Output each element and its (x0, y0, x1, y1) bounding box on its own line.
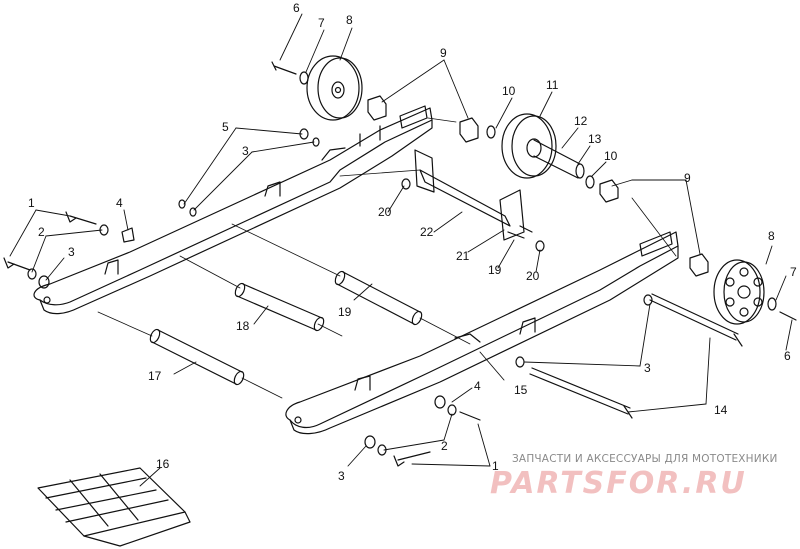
center-lines (97, 117, 677, 399)
cross-shaft-18 (234, 282, 325, 332)
callout-17: 17 (148, 369, 162, 383)
watermark-tagline: ЗАПЧАСТИ И АКСЕССУАРЫ ДЛЯ МОТОТЕХНИКИ (512, 453, 778, 465)
leader-lines (9, 13, 793, 487)
callout-15: 15 (514, 383, 528, 397)
callout-6-right: 6 (784, 349, 791, 363)
callout-1-left: 1 (28, 196, 35, 210)
callout-20-right: 20 (526, 269, 540, 283)
callout-21: 21 (456, 249, 470, 263)
left-slide-rail (33, 105, 433, 315)
cross-shaft-17 (149, 328, 245, 386)
callout-9-right: 9 (684, 171, 691, 185)
idler-wheel-top (271, 55, 363, 121)
callout-9-top: 9 (440, 46, 447, 60)
cross-shaft-19 (334, 270, 423, 326)
callout-8-right: 8 (768, 229, 775, 243)
callout-16: 16 (156, 457, 170, 471)
callout-2-left: 2 (38, 225, 45, 239)
callout-4-left: 4 (116, 196, 123, 210)
watermark-brand: PARTSFOR.RU (490, 466, 747, 501)
callout-18: 18 (236, 319, 250, 333)
callout-19-left: 19 (338, 305, 352, 319)
callout-12: 12 (574, 114, 588, 128)
callout-3-bottom: 3 (338, 469, 345, 483)
callout-3-upper: 3 (242, 144, 249, 158)
callout-7-right: 7 (790, 265, 797, 279)
wear-strip-plate (37, 467, 191, 547)
spacer-blocks (367, 95, 709, 277)
idler-wheel-middle (486, 113, 595, 189)
callout-1-right: 1 (492, 459, 499, 473)
upper-cross-shaft (414, 149, 533, 241)
right-slide-rail (285, 231, 679, 435)
callout-14: 14 (714, 403, 728, 417)
callout-8-top: 8 (346, 13, 353, 27)
callout-3-left: 3 (68, 245, 75, 259)
callout-4-right: 4 (474, 379, 481, 393)
callout-19-right: 19 (488, 263, 502, 277)
long-bolt (529, 293, 743, 419)
callout-5: 5 (222, 120, 229, 134)
callout-22: 22 (420, 225, 434, 239)
callout-10-right: 10 (604, 149, 618, 163)
idler-wheel-right (713, 259, 797, 325)
callout-7-top: 7 (318, 16, 325, 30)
callout-11: 11 (546, 78, 559, 92)
callout-6-top: 6 (293, 1, 300, 15)
callout-20-left: 20 (378, 205, 392, 219)
callout-3-right: 3 (644, 361, 651, 375)
callout-13: 13 (588, 132, 602, 146)
callout-2-right: 2 (441, 439, 448, 453)
callout-10-top: 10 (502, 84, 516, 98)
